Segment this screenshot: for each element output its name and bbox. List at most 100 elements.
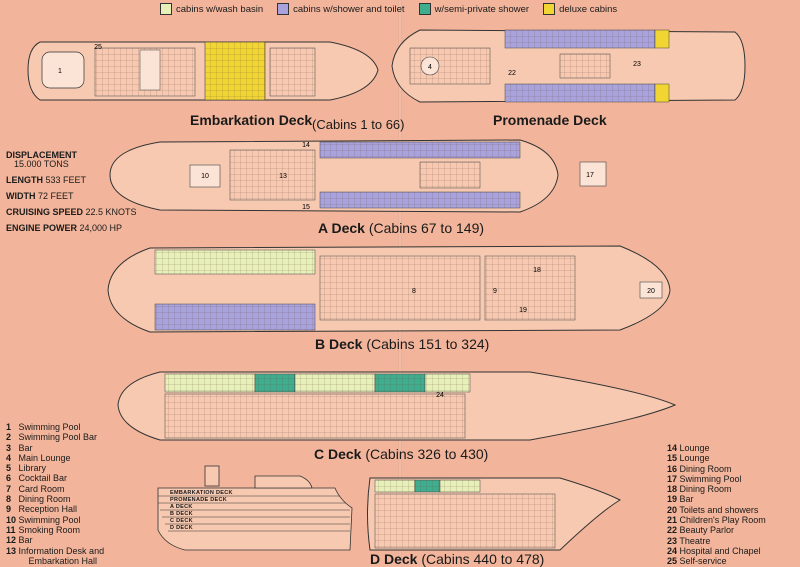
plan-number: 23 — [633, 61, 641, 68]
key-item: 1 Swimming Pool — [6, 422, 104, 432]
deck-title-a: A Deck (Cabins 67 to 149) — [318, 220, 484, 236]
plan-number: 25 — [94, 44, 102, 51]
key-number: 11 — [6, 524, 16, 535]
key-number: 9 — [6, 504, 12, 515]
deck-cabins: (Cabins 440 to 478) — [421, 551, 545, 567]
key-number: 24 — [667, 545, 678, 556]
spec-value: 22.5 KNOTS — [85, 207, 137, 217]
plan-number: 19 — [519, 307, 527, 314]
key-item: 13 Information Desk and — [6, 546, 104, 556]
key-item: 11 Smoking Room — [6, 525, 104, 535]
key-label: Cocktail Bar — [18, 473, 68, 484]
embarkation-deck-plan: 1 25 — [27, 41, 379, 101]
key-label: Card Room — [18, 483, 65, 494]
spec-cruising-speed: CRUISING SPEED 22.5 KNOTS — [6, 208, 137, 217]
deck-name: A Deck — [318, 220, 365, 236]
key-item: 25 Self-service — [667, 556, 766, 566]
key-item: 20 Toilets and showers — [667, 505, 766, 515]
key-item: 16 Dining Room — [667, 464, 766, 474]
key-number: 16 — [667, 463, 678, 474]
key-label: Bar — [679, 494, 694, 505]
deck-cabins-embarkation: (Cabins 1 to 66) — [312, 117, 405, 132]
spec-displacement: DISPLACEMENT 15.000 TONS — [6, 151, 137, 169]
plan-number: 24 — [436, 392, 444, 399]
legend-wash-basin: cabins w/wash basin — [160, 3, 263, 15]
key-number: 23 — [667, 535, 678, 546]
key-label: Main Lounge — [18, 452, 71, 463]
profile-label-promenade: PROMENADE DECK — [170, 497, 228, 503]
key-number: 13 — [6, 545, 17, 556]
spec-label: CRUISING SPEED — [6, 207, 84, 217]
key-number: 8 — [6, 494, 12, 505]
key-label: Reception Hall — [18, 504, 78, 515]
key-label: Swimming Pool — [18, 422, 81, 432]
spec-engine-power: ENGINE POWER 24,000 HP — [6, 224, 137, 233]
key-number: 17 — [667, 473, 678, 484]
key-label: Swimming Pool — [679, 473, 742, 484]
key-item: 6 Cocktail Bar — [6, 473, 104, 483]
key-number: 20 — [667, 504, 678, 515]
key-item: 17 Swimming Pool — [667, 474, 766, 484]
key-item: 8 Dining Room — [6, 494, 104, 504]
legend-deluxe: deluxe cabins — [543, 3, 617, 15]
key-number: 19 — [667, 494, 678, 505]
deck-name: Promenade Deck — [493, 112, 607, 128]
key-number: 15 — [667, 453, 678, 464]
plan-number: 20 — [647, 288, 655, 295]
key-number: 18 — [667, 484, 678, 495]
plan-number: 9 — [493, 288, 497, 295]
spec-label: ENGINE POWER — [6, 223, 78, 233]
deck-cabins: (Cabins 67 to 149) — [368, 220, 485, 236]
key-number: 7 — [6, 483, 12, 494]
plan-number: 18 — [533, 267, 541, 274]
promenade-deck-plan: 4 22 23 — [391, 29, 746, 103]
key-item: 12 Bar — [6, 535, 104, 545]
plan-number: 13 — [279, 173, 287, 180]
spec-value: 15.000 TONS — [14, 159, 69, 169]
key-number: 10 — [6, 514, 17, 525]
key-item: 22 Beauty Parlor — [667, 525, 766, 535]
key-item: 9 Reception Hall — [6, 504, 104, 514]
spec-width: WIDTH 72 FEET — [6, 192, 137, 201]
deck-cabins: (Cabins 326 to 430) — [365, 446, 489, 462]
key-label: Beauty Parlor — [679, 525, 735, 536]
spec-label: LENGTH — [6, 175, 43, 185]
key-label: Smoking Room — [18, 524, 81, 535]
spec-value: 72 FEET — [38, 191, 74, 201]
deck-name: D Deck — [370, 551, 418, 567]
key-item: 3 Bar — [6, 443, 104, 453]
key-item: 14 Lounge — [667, 443, 766, 453]
key-number: 6 — [6, 473, 12, 484]
plan-number: 1 — [58, 68, 62, 75]
spec-value: 533 FEET — [45, 175, 87, 185]
plan-number: 10 — [201, 173, 209, 180]
key-number: 14 — [667, 443, 678, 453]
key-label: Dining Room — [679, 484, 732, 495]
c-deck-plan: 24 — [117, 371, 677, 441]
legend-label: cabins w/wash basin — [176, 3, 264, 15]
key-label: Dining Room — [18, 494, 71, 505]
key-item: 7 Card Room — [6, 484, 104, 494]
legend-swatch-semi-private — [418, 3, 431, 15]
ship-profile — [157, 465, 353, 551]
deck-name: C Deck — [314, 446, 362, 462]
b-deck-plan: 8 9 18 19 20 — [107, 245, 671, 333]
spec-value: 24,000 HP — [79, 223, 123, 233]
spec-length: LENGTH 533 FEET — [6, 176, 137, 185]
profile-label-a: A DECK — [170, 504, 193, 510]
profile-label-d: D DECK — [170, 525, 193, 531]
key-item: 2 Swimming Pool Bar — [6, 432, 104, 442]
key-number: 12 — [6, 535, 17, 546]
legend-label: w/semi-private shower — [434, 3, 530, 15]
key-label: Swimming Pool — [18, 514, 81, 525]
key-item: 23 Theatre — [667, 536, 766, 546]
plan-number: 15 — [302, 204, 310, 211]
key-label: Self-service — [679, 556, 727, 567]
key-label: Hospital and Chapel — [679, 545, 761, 556]
key-label: Lounge — [679, 453, 710, 464]
key-number: 21 — [667, 515, 678, 526]
legend-label: cabins w/shower and toilet — [293, 3, 405, 15]
deck-name: B Deck — [315, 336, 363, 352]
spec-label: WIDTH — [6, 191, 36, 201]
deck-title-c: C Deck (Cabins 326 to 430) — [314, 446, 488, 462]
